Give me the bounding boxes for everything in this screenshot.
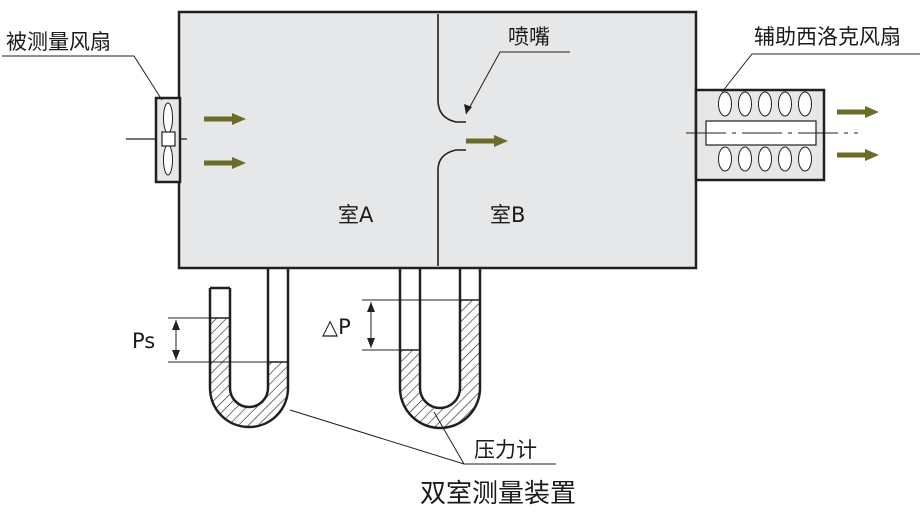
partition-wall — [437, 14, 466, 266]
flow-arrow — [837, 106, 879, 118]
flow-arrow — [204, 157, 246, 169]
ps-dimension — [168, 317, 268, 363]
flow-arrow — [466, 135, 508, 147]
auxiliary-fan — [686, 88, 858, 182]
nozzle-label: 喷嘴 — [508, 25, 550, 49]
flow-arrows — [204, 106, 879, 169]
flow-arrow — [837, 149, 879, 161]
auxiliary-fan-label: 辅助西洛克风扇 — [754, 25, 901, 49]
delta-p-label: △P — [322, 315, 351, 339]
manometer-ps — [208, 268, 290, 429]
delta-p-dimension — [362, 299, 480, 351]
ps-label: Ps — [132, 329, 155, 353]
chamber-b-label: 室B — [490, 203, 525, 227]
manometer-delta-p — [398, 268, 482, 430]
tested-fan — [126, 96, 187, 184]
leader-lines — [2, 51, 920, 465]
flow-arrow — [204, 113, 246, 125]
tested-fan-label: 被测量风扇 — [6, 30, 111, 54]
manometer-label: 压力计 — [474, 438, 537, 462]
chamber-a-label: 室A — [338, 203, 374, 227]
diagram-caption: 双室测量装置 — [420, 479, 576, 509]
